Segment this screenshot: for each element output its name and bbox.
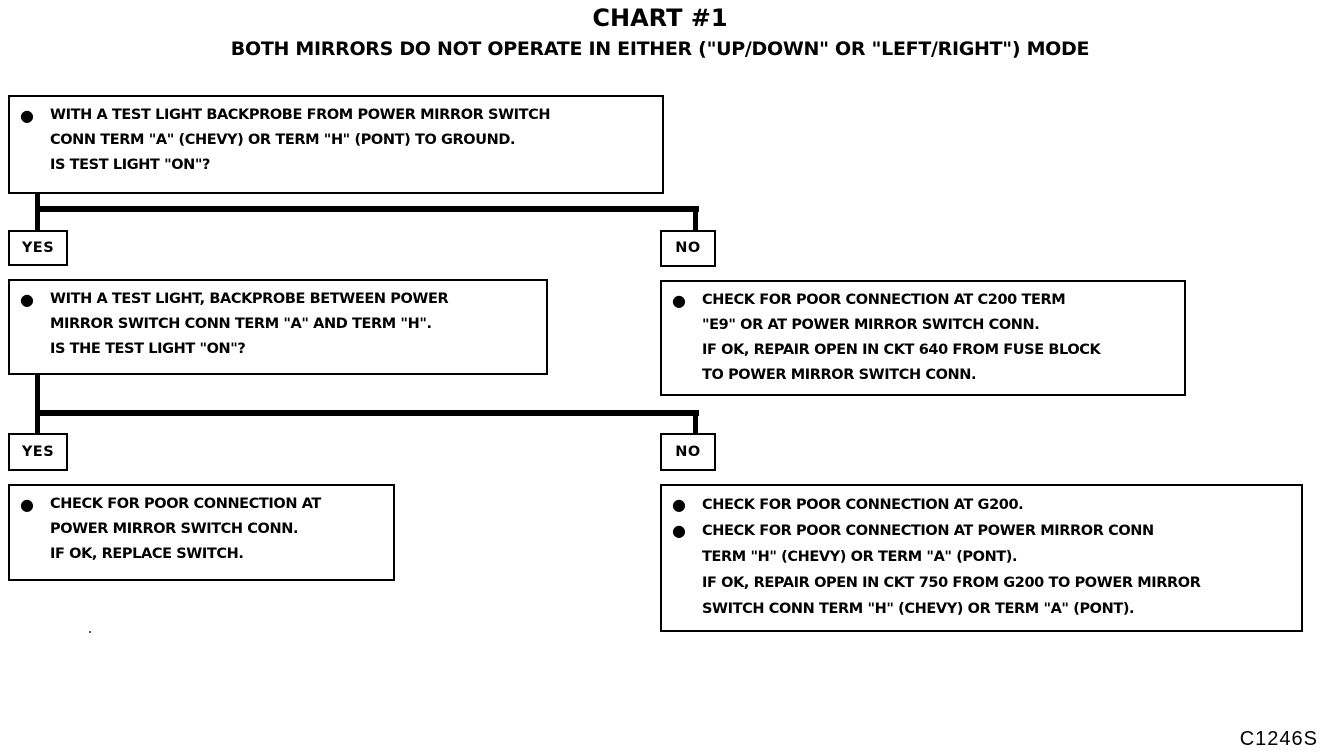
yes2-action-line1: CHECK FOR POOR CONNECTION AT [50,496,321,512]
step2-box: ● WITH A TEST LIGHT, BACKPROBE BETWEEN P… [8,279,548,375]
no1-action-line4: TO POWER MIRROR SWITCH CONN. [702,367,977,383]
bullet-icon: ● [672,521,686,540]
bullet-icon: ● [20,106,34,125]
yes2-action-box: ● CHECK FOR POOR CONNECTION AT POWER MIR… [8,484,395,581]
yes2-action-line2: POWER MIRROR SWITCH CONN. [50,521,299,537]
connector-branch1-no-down [693,206,698,230]
step2-line1: WITH A TEST LIGHT, BACKPROBE BETWEEN POW… [50,291,449,307]
no1-action-box: ● CHECK FOR POOR CONNECTION AT C200 TERM… [660,280,1186,396]
step1-line1: WITH A TEST LIGHT BACKPROBE FROM POWER M… [50,107,551,123]
connector-branch2-no-down [693,410,698,433]
chart-subtitle: BOTH MIRRORS DO NOT OPERATE IN EITHER ("… [230,38,1090,60]
no1-action-line2: "E9" OR AT POWER MIRROR SWITCH CONN. [702,317,1040,333]
no2-action-box: ● CHECK FOR POOR CONNECTION AT G200. ● C… [660,484,1303,632]
no2-action-line3: IF OK, REPAIR OPEN IN CKT 750 FROM G200 … [702,575,1201,591]
chart-title: CHART #1 [592,4,728,32]
branch1-yes-label: YES [8,230,68,266]
branch2-yes-label: YES [8,433,68,471]
yes2-action-line3: IF OK, REPLACE SWITCH. [50,546,244,562]
step1-box: ● WITH A TEST LIGHT BACKPROBE FROM POWER… [8,95,664,194]
step1-line3: IS TEST LIGHT "ON"? [50,157,211,173]
step2-line3: IS THE TEST LIGHT "ON"? [50,341,246,357]
no2-action-line4: SWITCH CONN TERM "H" (CHEVY) OR TERM "A"… [702,601,1135,617]
no2-action-bullet1: CHECK FOR POOR CONNECTION AT G200. [702,497,1024,513]
no2-action-bullet2-line2: TERM "H" (CHEVY) OR TERM "A" (PONT). [702,549,1018,565]
branch1-no-label: NO [660,230,716,267]
bullet-icon: ● [20,290,34,309]
connector-branch2-horizontal [35,410,699,416]
branch2-no-label: NO [660,433,716,471]
scan-speck [89,631,91,633]
connector-branch1-horizontal [35,206,699,212]
bullet-icon: ● [672,291,686,310]
step2-line2: MIRROR SWITCH CONN TERM "A" AND TERM "H"… [50,316,432,332]
no2-action-bullet2-line1: CHECK FOR POOR CONNECTION AT POWER MIRRO… [702,523,1154,539]
no1-action-line1: CHECK FOR POOR CONNECTION AT C200 TERM [702,292,1066,308]
bullet-icon: ● [672,495,686,514]
connector-step2-down [35,373,40,433]
bullet-icon: ● [20,495,34,514]
no1-action-line3: IF OK, REPAIR OPEN IN CKT 640 FROM FUSE … [702,342,1101,358]
figure-code: C1246S [1239,728,1318,750]
step1-line2: CONN TERM "A" (CHEVY) OR TERM "H" (PONT)… [50,132,516,148]
